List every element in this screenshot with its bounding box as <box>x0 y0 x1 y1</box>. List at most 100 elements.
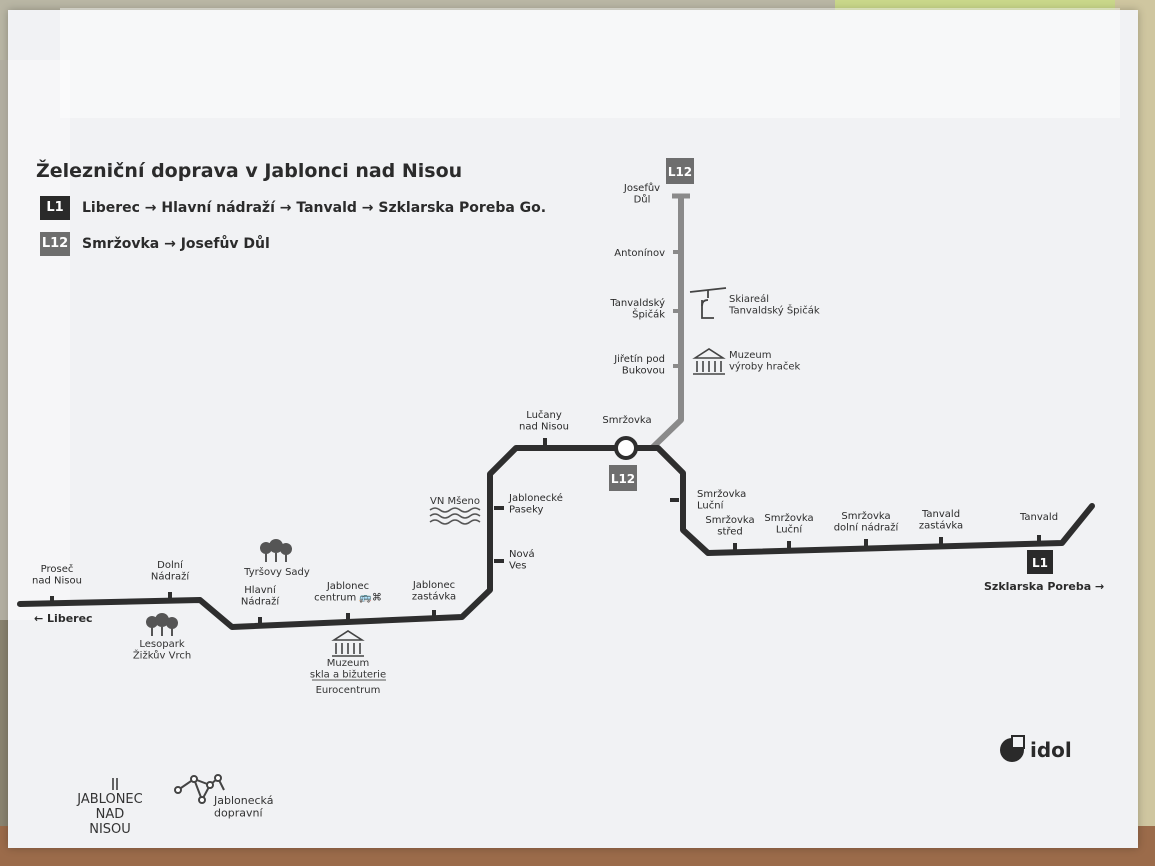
label-line: Jablonecká <box>213 794 273 807</box>
direction-liberec: ← Liberec <box>34 612 93 625</box>
label-vn-mseno: VN Mšeno <box>430 495 480 507</box>
museum-icon <box>692 348 726 375</box>
map-title: Železniční doprava v Jablonci nad Nisou <box>36 160 463 182</box>
label-line: Tanvald <box>921 509 960 520</box>
label-line: Jiřetín pod <box>613 353 665 365</box>
label-line: Nádraží <box>151 571 190 583</box>
legend-badge-l1: L1 <box>40 196 70 220</box>
label-line: Jablonec <box>412 580 455 591</box>
label-line: centrum 🚌⌘ <box>314 593 382 604</box>
label-line: Smržovka <box>705 514 754 526</box>
label-line: nad Nisou <box>32 576 82 587</box>
label-line: dopravní <box>214 807 263 820</box>
label-line: Luční <box>697 500 725 512</box>
label-line: Luční <box>776 524 804 536</box>
badge-l1-end <box>1027 550 1053 574</box>
label-line: Nádraží <box>241 596 280 608</box>
map-poster <box>8 10 1138 848</box>
logo-idol: idol <box>1030 738 1072 762</box>
label-smrzovka: Smržovka <box>602 414 651 426</box>
badge-l12-top <box>666 158 694 184</box>
label-line: Paseky <box>509 505 544 516</box>
label-line: NISOU <box>89 822 131 837</box>
legend-row-l1: L1 Liberec → Hlavní nádraží → Tanvald → … <box>40 196 546 220</box>
label-line: Smržovka <box>841 510 890 522</box>
label-line: zastávka <box>412 591 456 603</box>
legend-row-l12: L12 Smržovka → Josefův Důl <box>40 232 270 256</box>
label-line: Smržovka <box>697 488 746 500</box>
label-line: Tanvaldský Špičák <box>728 304 820 317</box>
label-line: Špičák <box>632 308 665 321</box>
badge-l12-top-label: L12 <box>668 165 692 179</box>
label-line: skla a bižuterie <box>310 669 386 681</box>
badge-l12-smrzovka <box>609 465 637 491</box>
legend-route-l1: Liberec → Hlavní nádraží → Tanvald → Szk… <box>82 200 547 216</box>
jablonecka-doprava-logo-icon <box>174 774 225 804</box>
label-eurocentrum: Eurocentrum <box>316 685 381 696</box>
label-line: Tanvald <box>1019 512 1058 523</box>
label-line: Bukovou <box>622 366 665 377</box>
badge-l12-smrzovka-label: L12 <box>611 472 635 486</box>
label-line: Lesopark <box>139 639 184 650</box>
label-line: Skiareál <box>729 293 769 305</box>
label-line: Muzeum <box>327 658 369 669</box>
label-line: Dolní <box>157 559 184 571</box>
label-line: Žižkův Vrch <box>133 649 191 662</box>
label-line: Tanvaldský <box>609 297 665 309</box>
label-line: nad Nisou <box>519 422 569 433</box>
water-icon <box>429 507 481 525</box>
label-line: Antonínov <box>614 247 665 259</box>
interchange-smrzovka <box>614 436 638 460</box>
label-line: Jablonecké <box>508 492 563 504</box>
label-line: výroby hraček <box>729 361 801 373</box>
tape-top <box>60 8 1120 118</box>
badge-l1-end-label: L1 <box>1032 556 1048 570</box>
label-line: Proseč <box>41 563 74 575</box>
label-line: Nová <box>509 548 535 560</box>
label-line: Smržovka <box>602 414 651 426</box>
label-line: Ves <box>509 561 526 572</box>
label-line: NAD <box>96 807 125 822</box>
label-line: dolní nádraží <box>834 522 900 534</box>
museum-icon <box>331 630 365 657</box>
idol-logo-icon <box>1000 735 1025 762</box>
label-line: Důl <box>634 194 651 206</box>
tape-left <box>0 60 70 620</box>
tree-icon <box>146 613 178 636</box>
jablonec-logo-icon <box>112 778 118 790</box>
label-antoninov: Antonínov <box>614 247 665 259</box>
line-l12 <box>626 196 684 451</box>
label-tanvald: Tanvald <box>1019 512 1058 523</box>
label-line: Smržovka <box>764 512 813 524</box>
legend-badge-l12: L12 <box>40 232 70 256</box>
label-line: VN Mšeno <box>430 495 480 507</box>
tree-icon <box>260 539 292 562</box>
label-line: JABLONEC <box>76 792 142 807</box>
label-line: Eurocentrum <box>316 685 381 696</box>
line-l1 <box>17 445 1095 630</box>
label-line: střed <box>717 526 743 538</box>
legend-route-l12: Smržovka → Josefův Důl <box>82 236 270 252</box>
label-line: Josefův <box>623 182 660 194</box>
